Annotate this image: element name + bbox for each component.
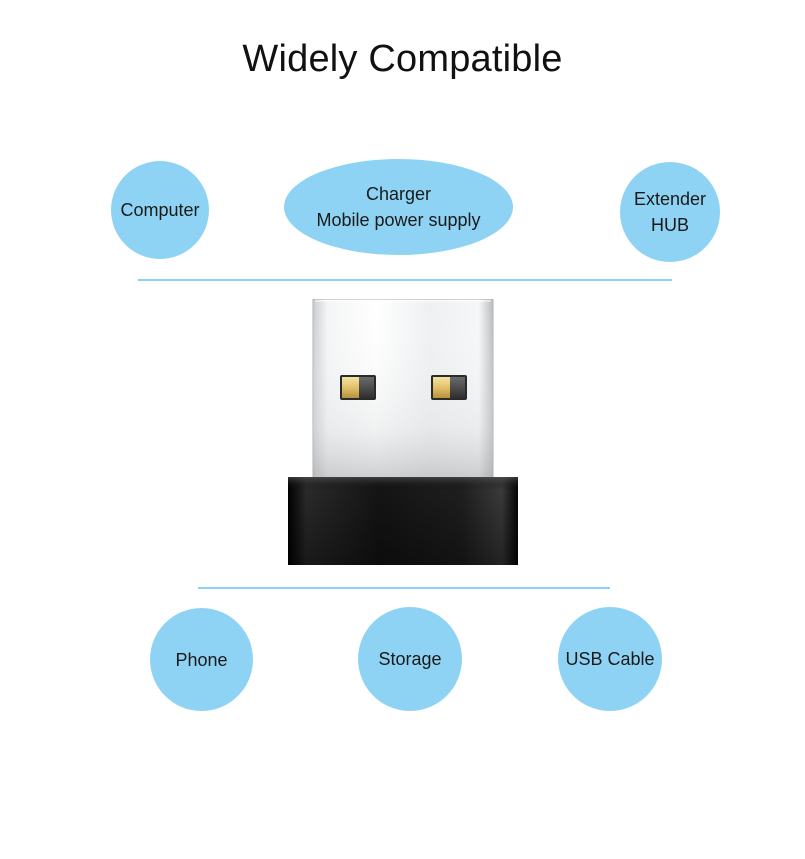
device-label: Storage: [378, 649, 442, 669]
device-bubble-extender-hub: Extender HUB: [620, 162, 720, 262]
device-label: Computer: [120, 200, 200, 220]
usb-a-to-usb-c-adapter-icon: [288, 299, 518, 565]
device-label: Extender: [633, 189, 707, 209]
device-label: Mobile power supply: [316, 210, 481, 230]
device-label: Charger: [365, 184, 432, 204]
device-label: Phone: [175, 649, 228, 670]
device-label: USB Cable: [565, 649, 655, 669]
device-label: HUB: [650, 215, 689, 235]
device-bubble-storage: Storage: [358, 607, 462, 711]
page-title: Widely Compatible: [242, 38, 563, 80]
bottom-divider-line: [198, 587, 610, 589]
device-bubble-usb-cable: USB Cable: [558, 607, 662, 711]
device-bubble-charger: Charger Mobile power supply: [284, 159, 513, 255]
top-divider-line: [138, 279, 672, 281]
device-bubble-computer: Computer: [111, 161, 209, 259]
device-bubble-phone: Phone: [150, 608, 253, 711]
